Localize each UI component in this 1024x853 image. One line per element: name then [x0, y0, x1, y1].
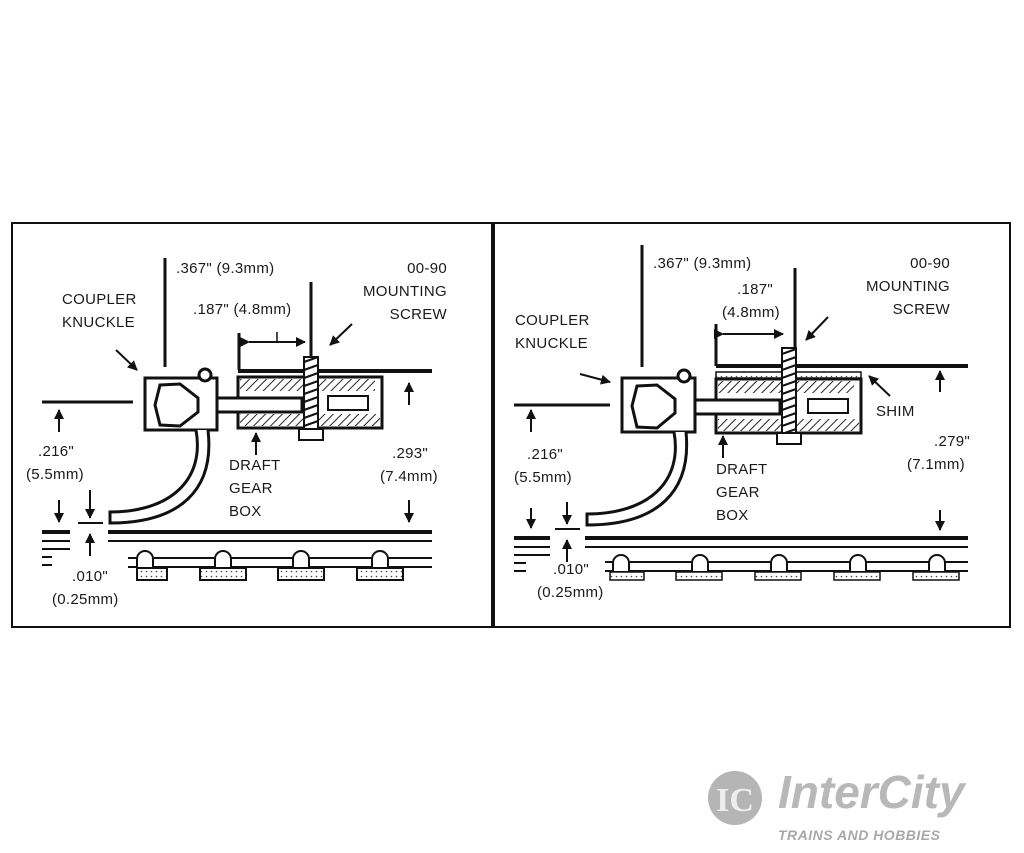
- left-dim-293-mm: (7.4mm): [380, 468, 438, 485]
- left-coupler-label: COUPLER: [62, 291, 137, 308]
- right-panel-labels: .367" (9.3mm) COUPLER KNUCKLE .187" (4.8…: [514, 255, 970, 601]
- left-dim-010: .010": [72, 568, 108, 585]
- left-screw-size: 00-90: [407, 260, 447, 277]
- logo-tagline: TRAINS AND HOBBIES: [778, 827, 941, 843]
- right-dim-010: .010": [553, 561, 589, 578]
- right-dim-367: .367" (9.3mm): [653, 255, 751, 272]
- left-dim-010-mm: (0.25mm): [52, 591, 119, 608]
- left-box-label: BOX: [229, 503, 262, 520]
- left-dim-187: .187" (4.8mm): [193, 301, 291, 318]
- left-gear-label: GEAR: [229, 480, 273, 497]
- right-box-label: BOX: [716, 507, 749, 524]
- logo-badge-text: IC: [716, 782, 754, 819]
- right-dim-279: .279": [934, 433, 970, 450]
- left-dim-367: .367" (9.3mm): [176, 260, 274, 277]
- right-dim-216-mm: (5.5mm): [514, 469, 572, 486]
- left-mounting-label: MOUNTING: [363, 283, 447, 300]
- intercity-logo: IC InterCity TRAINS AND HOBBIES: [708, 766, 967, 843]
- left-dim-293: .293": [392, 445, 428, 462]
- left-dim-216-mm: (5.5mm): [26, 466, 84, 483]
- right-screw-label: SCREW: [893, 301, 951, 318]
- right-dim-187-mm: (4.8mm): [722, 304, 780, 321]
- right-screw-size: 00-90: [910, 255, 950, 272]
- right-knuckle-label: KNUCKLE: [515, 335, 588, 352]
- right-dim-279-mm: (7.1mm): [907, 456, 965, 473]
- logo-name: InterCity: [778, 766, 967, 818]
- right-panel: [514, 245, 968, 581]
- left-dim-216: .216": [38, 443, 74, 460]
- left-draft-label: DRAFT: [229, 457, 281, 474]
- right-panel-frame: [493, 222, 1011, 628]
- logo-badge-icon: [708, 771, 762, 825]
- left-panel-frame: [11, 222, 493, 628]
- right-coupler-label: COUPLER: [515, 312, 590, 329]
- right-gear-label: GEAR: [716, 484, 760, 501]
- right-draft-label: DRAFT: [716, 461, 768, 478]
- right-dim-216: .216": [527, 446, 563, 463]
- right-shim-label: SHIM: [876, 403, 915, 420]
- right-dim-187: .187": [737, 281, 773, 298]
- left-knuckle-label: KNUCKLE: [62, 314, 135, 331]
- right-mounting-label: MOUNTING: [866, 278, 950, 295]
- left-screw-label: SCREW: [390, 306, 448, 323]
- right-dim-010-mm: (0.25mm): [537, 584, 604, 601]
- left-panel: [42, 258, 432, 581]
- left-panel-labels: .367" (9.3mm) COUPLER KNUCKLE .187" (4.8…: [26, 260, 448, 608]
